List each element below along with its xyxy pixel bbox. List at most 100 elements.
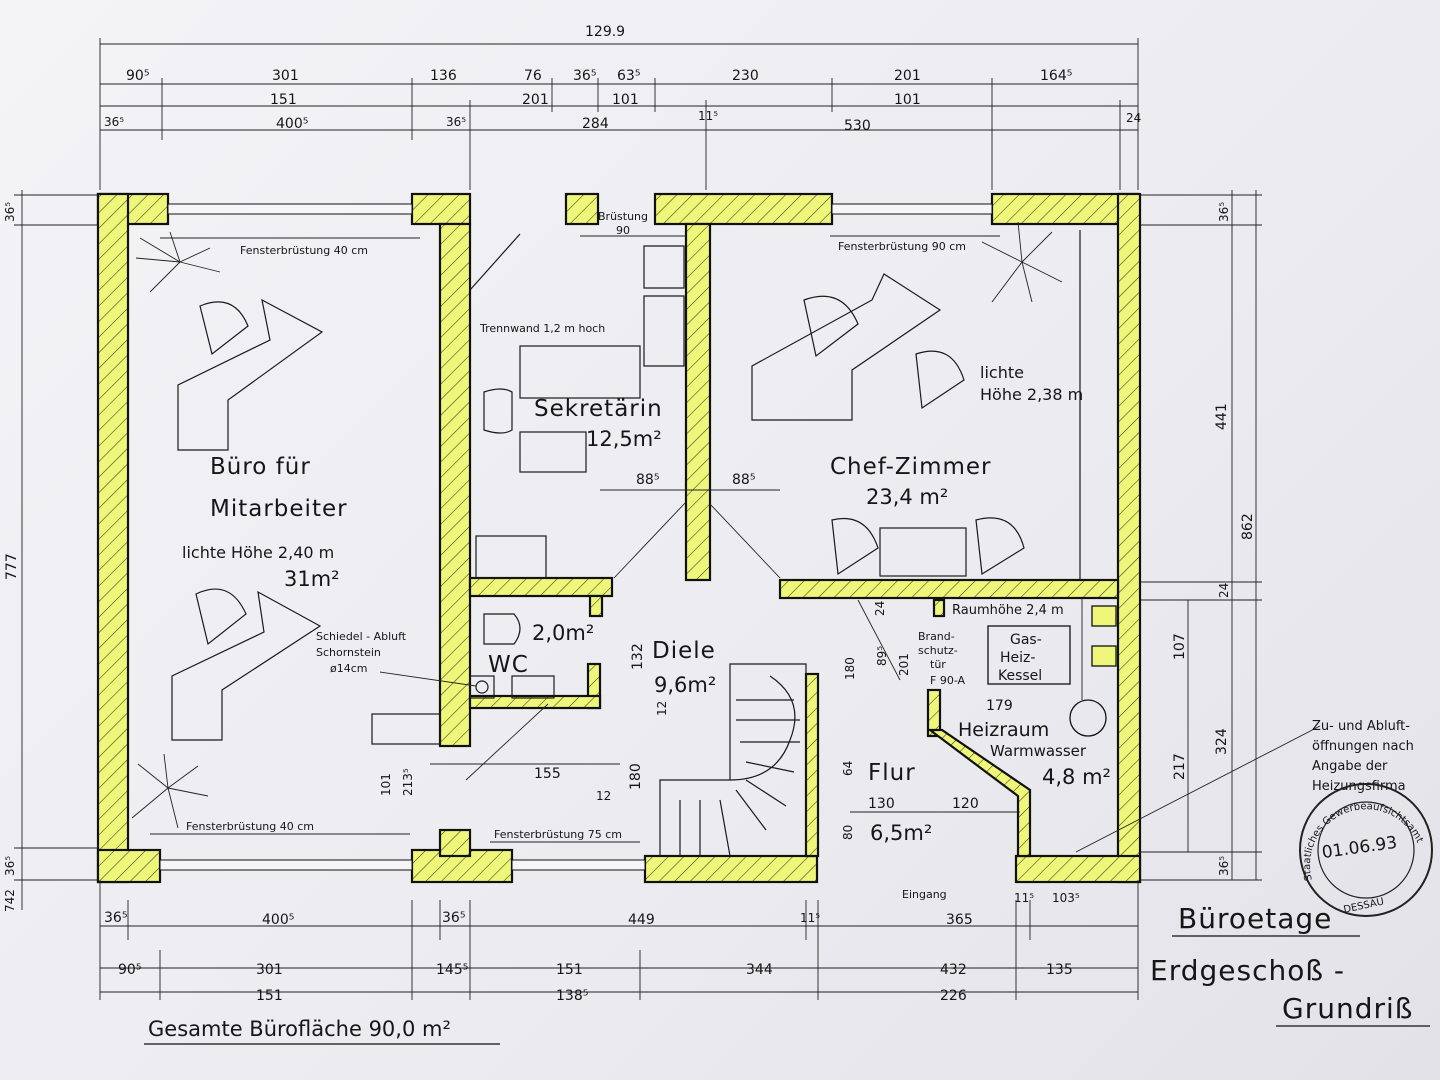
- wall-top-3: [564, 192, 600, 226]
- dim-right-4: 107: [1172, 633, 1188, 660]
- left-dimension-lines: [14, 190, 100, 910]
- dim-top-r3-6: 24: [1126, 111, 1141, 125]
- dim-top-r3-1: 400⁵: [276, 116, 308, 132]
- dim-top-r3-4: 11⁵: [698, 109, 718, 123]
- dim-top-r1-4: 36⁵: [573, 68, 596, 84]
- note-zu-3: Angabe der: [1312, 759, 1388, 774]
- doors: [465, 501, 1083, 781]
- dim-right-0: 36⁵: [1217, 202, 1231, 222]
- dim-top-row1: 90⁵ 301 136 76 36⁵ 63⁵ 230 201 164⁵: [126, 68, 1072, 84]
- dim-int-6: 180: [628, 763, 644, 790]
- dim-top-r1-7: 201: [894, 68, 921, 84]
- dim-int-7: 101: [379, 773, 393, 796]
- warmwasser-tank: [1069, 699, 1107, 737]
- room-buero-area: 31m²: [284, 567, 340, 591]
- dim-right-5: 324: [1214, 728, 1230, 755]
- dim-top-r2-3: 101: [894, 92, 921, 108]
- note-gas-2: Heiz-: [1000, 650, 1035, 666]
- dim-bot-r2-5: 432: [940, 962, 967, 978]
- note-trennwand: Trennwand 1,2 m hoch: [479, 322, 605, 335]
- dim-bottom-row1: 36⁵ 400⁵ 36⁵ 449 11⁵ 365 11⁵ 103⁵: [104, 891, 1080, 928]
- wall-sek-bottom: [468, 576, 614, 598]
- room-buero-name-2: Mitarbeiter: [210, 496, 348, 522]
- dim-top-r1-8: 164⁵: [1040, 68, 1072, 84]
- interior-dimensions: 88⁵ 88⁵ 132 12 155 12 180 101 213⁵ 24 89…: [379, 472, 1020, 840]
- furniture-buero: [171, 298, 441, 745]
- door-chef: [709, 503, 781, 579]
- dim-bottom-row3: 151 138⁵ 226: [256, 988, 967, 1004]
- dim-int-13: 64: [841, 761, 855, 776]
- vent-note-leader: [1075, 725, 1321, 853]
- dim-int-0: 88⁵: [636, 472, 659, 488]
- chimney-leader: [379, 671, 477, 687]
- room-heizraum-sub: Warmwasser: [990, 742, 1087, 760]
- dim-top-r1-2: 136: [430, 68, 457, 84]
- door-flur: [857, 599, 901, 681]
- furniture-wc: [469, 613, 555, 699]
- exterior-walls: [96, 192, 1142, 884]
- room-sekretaerin-name: Sekretärin: [534, 396, 663, 422]
- note-schiedel-3: ø14cm: [330, 662, 368, 675]
- dim-int-12: 180: [843, 657, 857, 680]
- note-schiedel-2: Schornstein: [316, 646, 381, 659]
- dim-bot-r3-2: 226: [940, 988, 967, 1004]
- dim-int-15: 120: [952, 796, 979, 812]
- sill-lines: [150, 235, 1000, 843]
- room-chef-height-1: lichte: [980, 363, 1024, 382]
- furniture-sekretaerin: [469, 233, 685, 579]
- dim-bot-r1-7: 103⁵: [1052, 891, 1080, 905]
- window-chef-top: [831, 203, 993, 215]
- room-sekretaerin-area: 12,5m²: [586, 427, 662, 451]
- dim-top-r3-3: 284: [582, 116, 609, 132]
- dim-int-3: 12: [655, 701, 669, 716]
- room-heizraum-name: Heizraum: [958, 719, 1049, 741]
- dim-int-14: 130: [868, 796, 895, 812]
- note-fenster-40-top: Fensterbrüstung 40 cm: [240, 244, 368, 257]
- note-zu-4: Heizungsfirma: [1312, 779, 1406, 794]
- room-diele-name: Diele: [652, 638, 716, 664]
- vent-box-1: [1091, 605, 1117, 627]
- dim-bot-r2-6: 135: [1046, 962, 1073, 978]
- wall-buero-stub: [438, 828, 472, 858]
- dim-top-r1-5: 63⁵: [617, 68, 640, 84]
- furniture-chef: [751, 230, 1081, 580]
- dim-top-row2: 151 201 101 101: [270, 92, 921, 108]
- plant-icon-2: [981, 221, 1063, 303]
- note-gas-3: Kessel: [998, 668, 1042, 684]
- bottom-dimension-lines: [99, 880, 1139, 1000]
- vent-box-2: [1091, 645, 1117, 667]
- dim-bot-r1-1: 400⁵: [262, 912, 294, 928]
- dim-top-row3: 36⁵ 400⁵ 36⁵ 284 11⁵ 530 24: [104, 109, 1141, 134]
- room-diele-area: 9,6m²: [654, 673, 716, 697]
- total-area: Gesamte Bürofläche 90,0 m²: [148, 1017, 451, 1041]
- room-flur-area: 6,5m²: [870, 821, 932, 845]
- interior-walls: [438, 222, 1120, 858]
- plant-icon-1: [135, 231, 221, 293]
- dim-right-2: 862: [1240, 513, 1256, 540]
- dim-int-10: 89⁵: [875, 646, 889, 666]
- dim-left-1: 777: [4, 553, 20, 580]
- wall-heiz-left: [926, 688, 942, 738]
- room-chef-name: Chef-Zimmer: [830, 454, 992, 480]
- heating-equipment: [987, 605, 1117, 737]
- note-zu-1: Zu- und Abluft-: [1312, 719, 1410, 734]
- dim-int-5: 12: [596, 789, 611, 803]
- stamp-city: DESSAU: [1343, 896, 1385, 915]
- approval-stamp: Staatliches Gewerbeaufsichtsamt 01.06.93…: [1299, 783, 1433, 917]
- dim-right-3: 24: [1217, 583, 1231, 598]
- wall-top-2: [410, 192, 472, 226]
- room-buero-height: lichte Höhe 2,40 m: [182, 543, 334, 562]
- dim-right-6: 217: [1172, 753, 1188, 780]
- dim-top-r3-2: 36⁵: [446, 115, 466, 129]
- staircase: [659, 663, 807, 857]
- room-chef-height-2: Höhe 2,38 m: [980, 385, 1083, 404]
- note-bruestung: Brüstung: [598, 210, 648, 223]
- wall-sek-chef: [684, 222, 712, 582]
- wall-buero-right: [438, 222, 472, 748]
- dim-right-7: 36⁵: [1217, 856, 1231, 876]
- wall-heiz-top: [932, 598, 946, 618]
- windows: [159, 203, 993, 871]
- wall-stair-right: [804, 672, 820, 858]
- title-line-3: Grundriß: [1282, 992, 1413, 1025]
